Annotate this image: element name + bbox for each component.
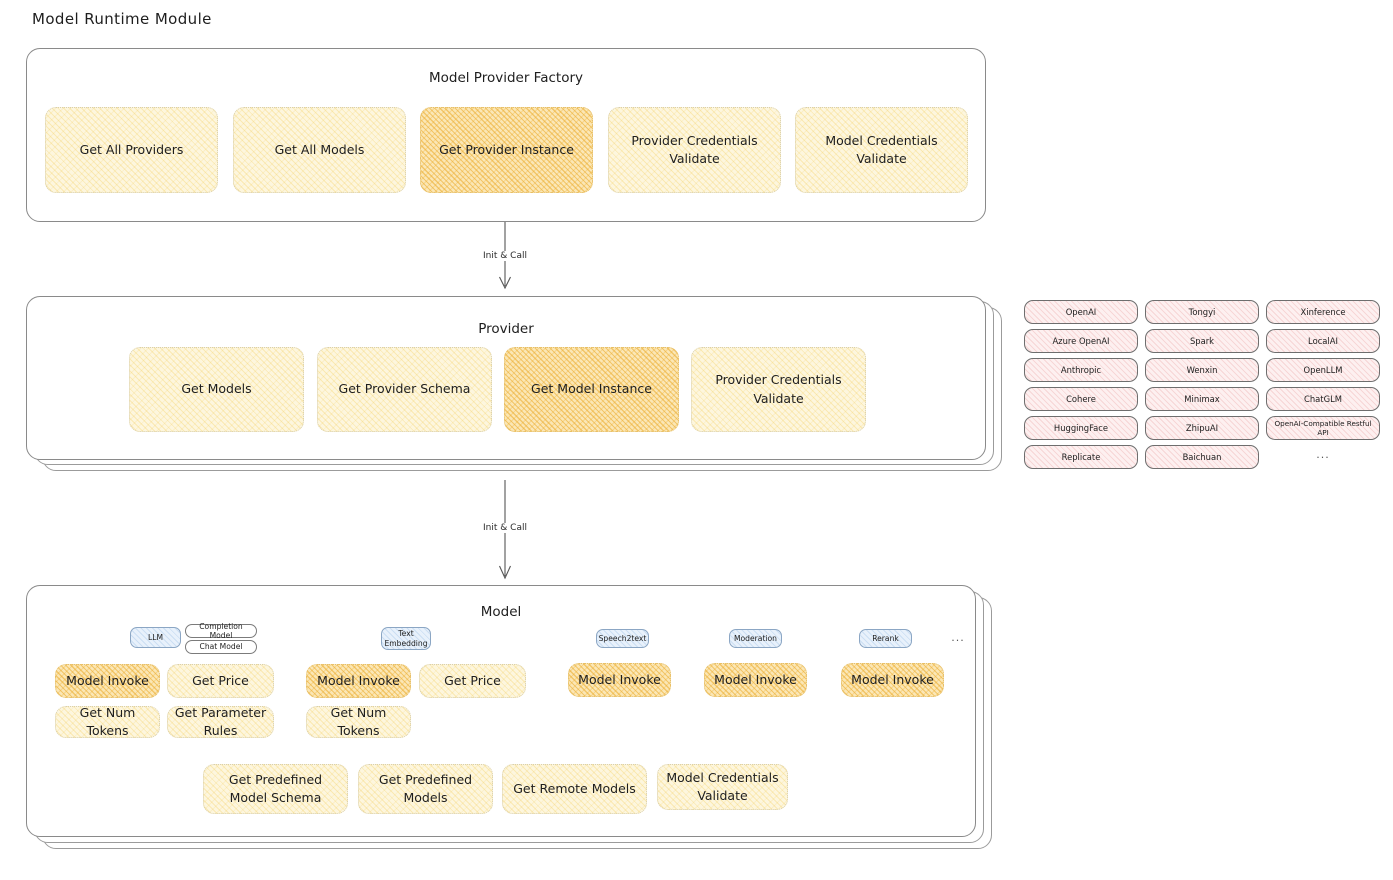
provider-list-more: ... [1316,448,1330,461]
provider-item-get-model-instance[interactable]: Get Model Instance [504,347,679,432]
provider-chip-openllm[interactable]: OpenLLM [1266,358,1380,382]
provider-chip-wenxin[interactable]: Wenxin [1145,358,1259,382]
llm-method-get-price[interactable]: Get Price [167,664,274,698]
model-common-model-credentials-validate[interactable]: Model Credentials Validate [657,764,788,810]
provider-chip-azure-openai[interactable]: Azure OpenAI [1024,329,1138,353]
factory-item-get-all-models[interactable]: Get All Models [233,107,406,193]
text-embedding-method-get-price[interactable]: Get Price [419,664,526,698]
model-type-badge-text-embedding[interactable]: Text Embedding [381,627,431,650]
provider-chip-openai-compatible-restful-api[interactable]: OpenAI-Compatible Restful API [1266,416,1380,440]
llm-method-get-parameter-rules[interactable]: Get Parameter Rules [167,705,274,738]
model-common-get-predefined-model-schema[interactable]: Get Predefined Model Schema [203,764,348,814]
provider-item-get-models[interactable]: Get Models [129,347,304,432]
llm-method-model-invoke[interactable]: Model Invoke [55,664,160,698]
model-types-more: ... [951,631,965,644]
arrow-label-init-and-call-2: Init & Call [435,523,575,533]
provider-chip-localai[interactable]: LocalAI [1266,329,1380,353]
provider-title: Provider [478,321,534,337]
moderation-method-model-invoke[interactable]: Model Invoke [704,663,807,697]
rerank-method-model-invoke[interactable]: Model Invoke [841,663,944,697]
provider-chip-huggingface[interactable]: HuggingFace [1024,416,1138,440]
provider-chip-baichuan[interactable]: Baichuan [1145,445,1259,469]
factory-item-provider-credentials-validate[interactable]: Provider Credentials Validate [608,107,781,193]
provider-list: OpenAI Azure OpenAI Anthropic Cohere Hug… [1024,300,1380,475]
model-common-get-predefined-models[interactable]: Get Predefined Models [358,764,493,814]
provider-chip-anthropic[interactable]: Anthropic [1024,358,1138,382]
page-title: Model Runtime Module [32,10,212,28]
provider-chip-tongyi[interactable]: Tongyi [1145,300,1259,324]
speech2text-method-model-invoke[interactable]: Model Invoke [568,663,671,697]
model-sub-badge-chat-model[interactable]: Chat Model [185,640,257,654]
model-type-badge-llm[interactable]: LLM [130,627,181,648]
text-embedding-method-get-num-tokens[interactable]: Get Num Tokens [306,705,411,738]
provider-chip-spark[interactable]: Spark [1145,329,1259,353]
text-embedding-method-model-invoke[interactable]: Model Invoke [306,664,411,698]
model-type-badge-speech2text[interactable]: Speech2text [596,629,649,648]
model-title: Model [480,604,522,620]
provider-chip-xinference[interactable]: Xinference [1266,300,1380,324]
arrow-label-init-and-call-1: Init & Call [435,251,575,261]
model-type-badge-moderation[interactable]: Moderation [729,629,782,648]
llm-method-get-num-tokens[interactable]: Get Num Tokens [55,705,160,738]
model-sub-badge-completion-model[interactable]: Completion Model [185,622,257,640]
provider-chip-chatglm[interactable]: ChatGLM [1266,387,1380,411]
model-provider-factory-title: Model Provider Factory [428,70,583,86]
provider-chip-zhipuai[interactable]: ZhipuAI [1145,416,1259,440]
model-common-get-remote-models[interactable]: Get Remote Models [502,764,647,814]
provider-item-get-provider-schema[interactable]: Get Provider Schema [317,347,492,432]
provider-chip-cohere[interactable]: Cohere [1024,387,1138,411]
factory-item-get-all-providers[interactable]: Get All Providers [45,107,218,193]
model-type-badge-rerank[interactable]: Rerank [859,629,912,648]
factory-item-get-provider-instance[interactable]: Get Provider Instance [420,107,593,193]
factory-item-model-credentials-validate[interactable]: Model Credentials Validate [795,107,968,193]
provider-item-provider-credentials-validate[interactable]: Provider Credentials Validate [691,347,866,432]
provider-chip-replicate[interactable]: Replicate [1024,445,1138,469]
provider-chip-minimax[interactable]: Minimax [1145,387,1259,411]
provider-chip-openai[interactable]: OpenAI [1024,300,1138,324]
